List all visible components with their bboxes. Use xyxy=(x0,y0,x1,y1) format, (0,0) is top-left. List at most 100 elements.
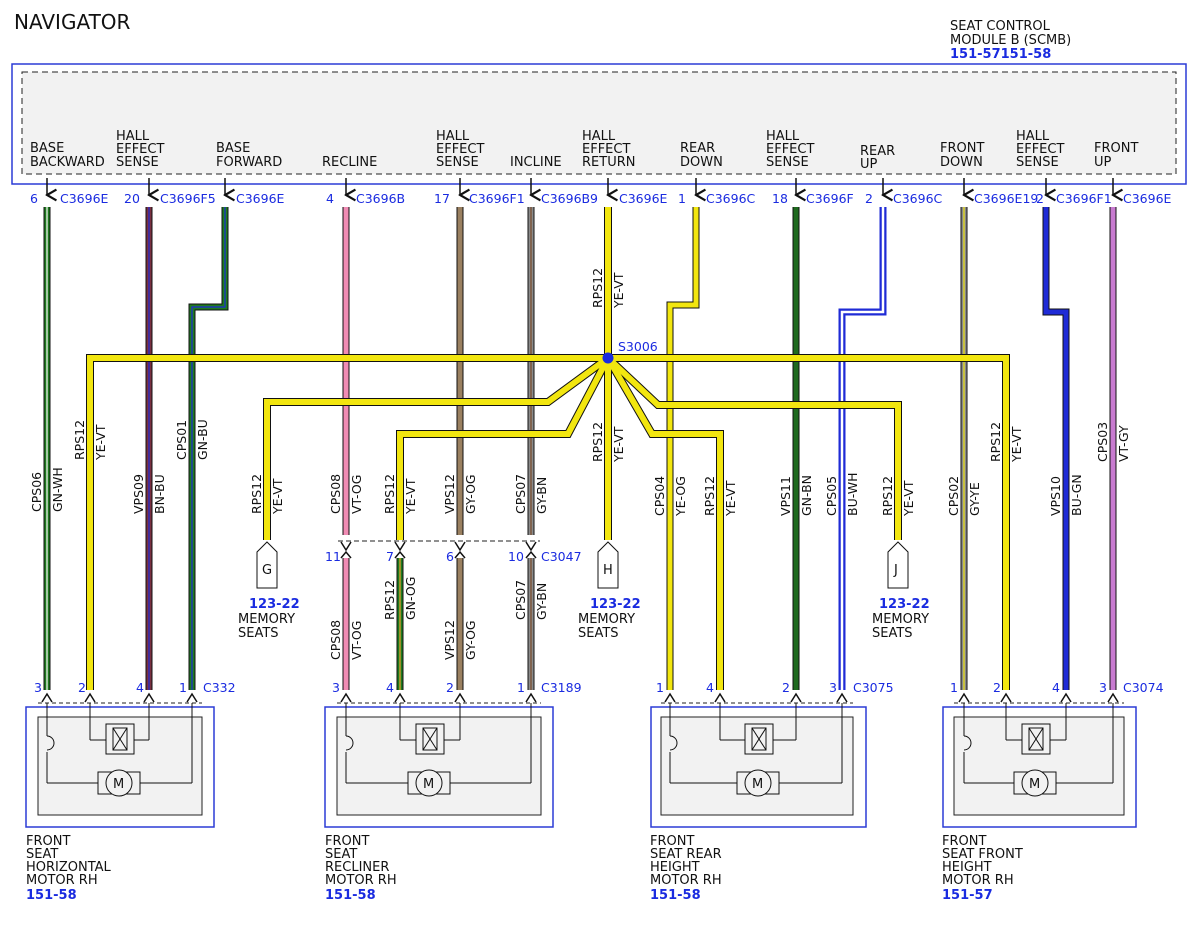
pin-label-base-backward-2: BACKWARD xyxy=(30,155,105,170)
ref-link[interactable]: 123-22 xyxy=(879,597,930,612)
pin-label-rear-up-2: UP xyxy=(860,157,878,172)
motor-ref[interactable]: 151-58 xyxy=(650,888,701,903)
wire-label: VPS12 xyxy=(442,474,457,514)
ref-tag-g[interactable]: G 123-22 MEMORY SEATS xyxy=(238,541,300,641)
wire-label: YE-VT xyxy=(93,424,108,461)
pin-num: 17 xyxy=(434,191,450,206)
pin-label-rear-down-1: REAR xyxy=(680,141,715,156)
motor-label: MOTOR RH xyxy=(325,873,397,888)
wire-label: RPS12 xyxy=(988,422,1003,462)
wire-label: YE-VT xyxy=(403,478,418,515)
motor-icon: M xyxy=(113,777,124,792)
inline-pin: 10 xyxy=(508,549,524,564)
pin-conn: C3696F1 xyxy=(469,191,525,206)
wire-label: RPS12 xyxy=(72,420,87,460)
pin-num: 1 xyxy=(678,191,686,206)
motor-horizontal[interactable]: 3 2 4 1 C332 M FRONT xyxy=(25,680,236,903)
motor-pin: 1 xyxy=(517,680,525,695)
wire-label: RPS12 xyxy=(382,580,397,620)
module-name-line2: MODULE B (SCMB) xyxy=(950,33,1071,48)
wire-label: YE-VT xyxy=(270,478,285,515)
module-pin-numbers: 6 C3696E 20 C3696F5 C3696E 4 C3696B 17 C… xyxy=(30,191,1172,206)
wire-label: GN-WH xyxy=(50,467,65,512)
wire-label: YE-VT xyxy=(611,272,626,309)
wire-label: YE-VT xyxy=(1009,426,1024,463)
wire-label: CPS05 xyxy=(824,476,839,516)
wire-label: VT-GY xyxy=(1116,425,1131,462)
wire-label: BU-GN xyxy=(1069,474,1084,516)
motor-ref[interactable]: 151-58 xyxy=(26,888,77,903)
motor-label: FRONT xyxy=(325,834,369,849)
splice-s3006[interactable] xyxy=(602,352,614,364)
pin-label-hall-1-3: SENSE xyxy=(116,155,159,170)
motor-icon: M xyxy=(423,777,434,792)
pin-label-front-up-2: UP xyxy=(1094,155,1112,170)
pin-label-rear-down-2: DOWN xyxy=(680,155,723,170)
pin-label-hall-2-1: HALL xyxy=(436,129,470,144)
wire-label: RPS12 xyxy=(382,474,397,514)
wire-label: RPS12 xyxy=(249,474,264,514)
motor-icon: M xyxy=(752,777,763,792)
pin-label-base-backward-1: BASE xyxy=(30,141,64,156)
motor-label: HEIGHT xyxy=(942,860,992,875)
inline-pin: 7 xyxy=(386,549,394,564)
module-ref[interactable]: 151-57151-58 xyxy=(950,47,1051,62)
wire-label: YE-VT xyxy=(611,426,626,463)
ref-letter: J xyxy=(893,563,898,578)
wire-cps01[interactable] xyxy=(188,207,229,690)
inline-connector-c3047[interactable]: 11 7 6 10 C3047 xyxy=(325,540,582,564)
ref-link[interactable]: 123-22 xyxy=(590,597,641,612)
page-title: NAVIGATOR xyxy=(14,10,131,34)
module-pin-labels: BASE BACKWARD HALL EFFECT SENSE BASE FOR… xyxy=(30,129,1138,172)
motor-pin: 4 xyxy=(386,680,394,695)
ref-line: SEATS xyxy=(872,626,913,641)
ref-line: SEATS xyxy=(578,626,619,641)
pin-conn: C3696F xyxy=(806,191,854,206)
wire-label: YE-OG xyxy=(673,476,688,517)
motor-ref[interactable]: 151-57 xyxy=(942,888,993,903)
motor-pin: 4 xyxy=(706,680,714,695)
pin-conn: C3696E xyxy=(236,191,285,206)
wire-label: VT-OG xyxy=(349,475,364,514)
wire-label: BU-WH xyxy=(845,473,860,517)
wire-label: CPS08 xyxy=(328,474,343,514)
wire-label: BN-BU xyxy=(152,474,167,514)
motor-rear-height[interactable]: 1 4 2 3 C3075 M FRONT xyxy=(650,680,894,903)
motor-label: FRONT xyxy=(942,834,986,849)
wire-cps05[interactable] xyxy=(838,207,887,690)
ref-line: MEMORY xyxy=(238,612,295,627)
pin-label-hall-4-1: HALL xyxy=(1016,129,1050,144)
motor-front-height[interactable]: 1 2 4 3 C3074 M FRONT xyxy=(942,680,1164,903)
pin-label-hall-return-1: HALL xyxy=(582,129,616,144)
pin-conn: C3696F1 xyxy=(1056,191,1112,206)
pin-label-hall-return-2: EFFECT xyxy=(582,142,630,157)
wire-rps12-network[interactable] xyxy=(86,207,1010,690)
pin-label-hall-2-3: SENSE xyxy=(436,155,479,170)
wire-label: RPS12 xyxy=(590,268,605,308)
inline-pin: 11 xyxy=(325,549,341,564)
pin-num: 6 xyxy=(30,191,38,206)
ref-tag-j[interactable]: J 123-22 MEMORY SEATS xyxy=(872,541,930,641)
pin-label-incline: INCLINE xyxy=(510,155,562,170)
wire-cps04[interactable] xyxy=(666,207,700,690)
wire-vps10[interactable] xyxy=(1042,207,1070,690)
wire-label: CPS01 xyxy=(174,420,189,460)
ref-link[interactable]: 123-22 xyxy=(249,597,300,612)
ref-line: MEMORY xyxy=(578,612,635,627)
motor-pin: 2 xyxy=(782,680,790,695)
wire-label: CPS04 xyxy=(652,476,667,516)
pin-num: 20 xyxy=(124,191,140,206)
motor-ref[interactable]: 151-58 xyxy=(325,888,376,903)
ref-tag-h[interactable]: H 123-22 MEMORY SEATS xyxy=(578,541,641,641)
pin-conn: C3696B xyxy=(356,191,405,206)
wire-label: VT-OG xyxy=(349,621,364,660)
pin-num: 2 xyxy=(865,191,873,206)
ref-letter: G xyxy=(262,563,272,578)
motor-label: FRONT xyxy=(650,834,694,849)
motor-label: SEAT REAR xyxy=(650,847,722,862)
pin-label-base-forward-2: FORWARD xyxy=(216,155,282,170)
wire-label: CPS07 xyxy=(513,474,528,514)
motor-label: MOTOR RH xyxy=(26,873,98,888)
pin-conn: C3696C xyxy=(706,191,756,206)
motor-recliner[interactable]: 3 4 2 1 C3189 M FRONT xyxy=(324,680,582,903)
